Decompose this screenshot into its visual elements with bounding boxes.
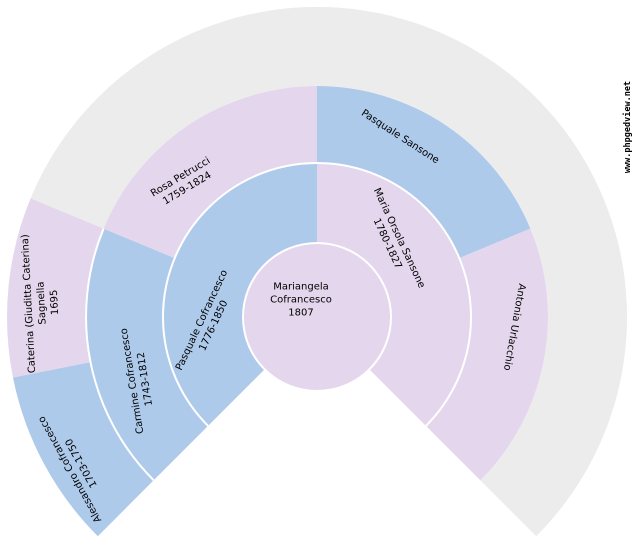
- watermark: www.phpgedview.net: [623, 80, 633, 174]
- segment-father[interactable]: [162, 163, 317, 426]
- ring-boundary-outer: [85, 228, 155, 482]
- ring-boundary-middle: [162, 162, 472, 427]
- segment-great-grandmother[interactable]: [7, 198, 104, 378]
- segment-maternal-grandfather[interactable]: [317, 86, 531, 259]
- segment-maternal-grandmother[interactable]: [425, 228, 548, 481]
- segment-paternal-grandfather[interactable]: [86, 228, 209, 481]
- segment-great-grandfather[interactable]: [13, 362, 154, 537]
- segment-paternal-grandmother[interactable]: [103, 86, 317, 259]
- segment-empty: [30, 6, 628, 537]
- center-circle[interactable]: [242, 242, 392, 392]
- segment-mother[interactable]: [317, 163, 472, 426]
